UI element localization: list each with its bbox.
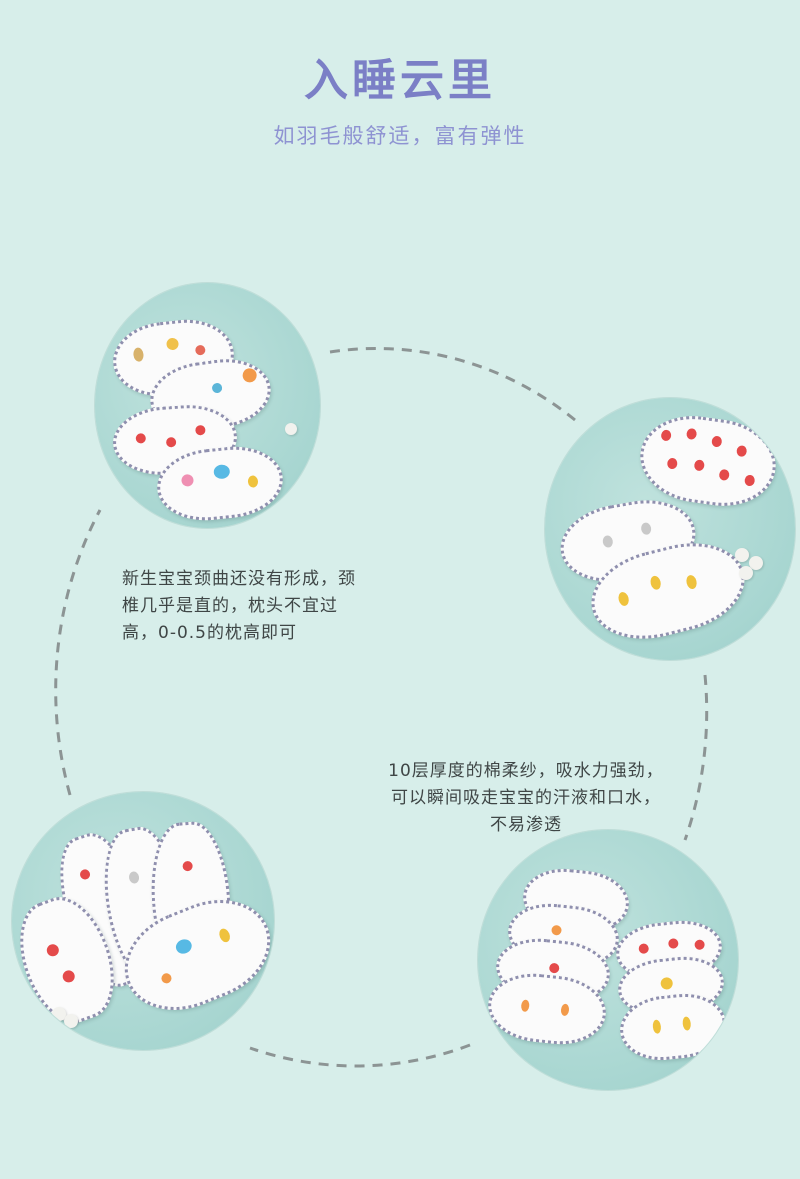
info-line: 不易渗透 [490,815,562,835]
info-line: 10层厚度的棉柔纱，吸水力强劲， [388,761,664,781]
fanned-pillows-photo [12,792,274,1050]
info-line: 新生宝宝颈曲还没有形成，颈 [122,569,356,589]
stacked-pillows-photo [95,283,320,528]
page-title: 入睡云里 [304,55,496,106]
page-subtitle: 如羽毛般舒适，富有弹性 [273,124,527,148]
strawberry-pillows-photo [545,398,795,660]
info-line: 高，0-0.5的枕高即可 [122,623,297,643]
info-text-right: 10层厚度的棉柔纱，吸水力强劲， 可以瞬间吸走宝宝的汗液和口水， 不易渗透 [360,758,692,839]
info-text-left: 新生宝宝颈曲还没有形成，颈 椎几乎是直的，枕头不宜过 高，0-0.5的枕高即可 [122,566,356,647]
info-line: 可以瞬间吸走宝宝的汗液和口水， [391,788,661,808]
two-stacks-photo [478,830,738,1090]
info-line: 椎几乎是直的，枕头不宜过 [122,596,338,616]
